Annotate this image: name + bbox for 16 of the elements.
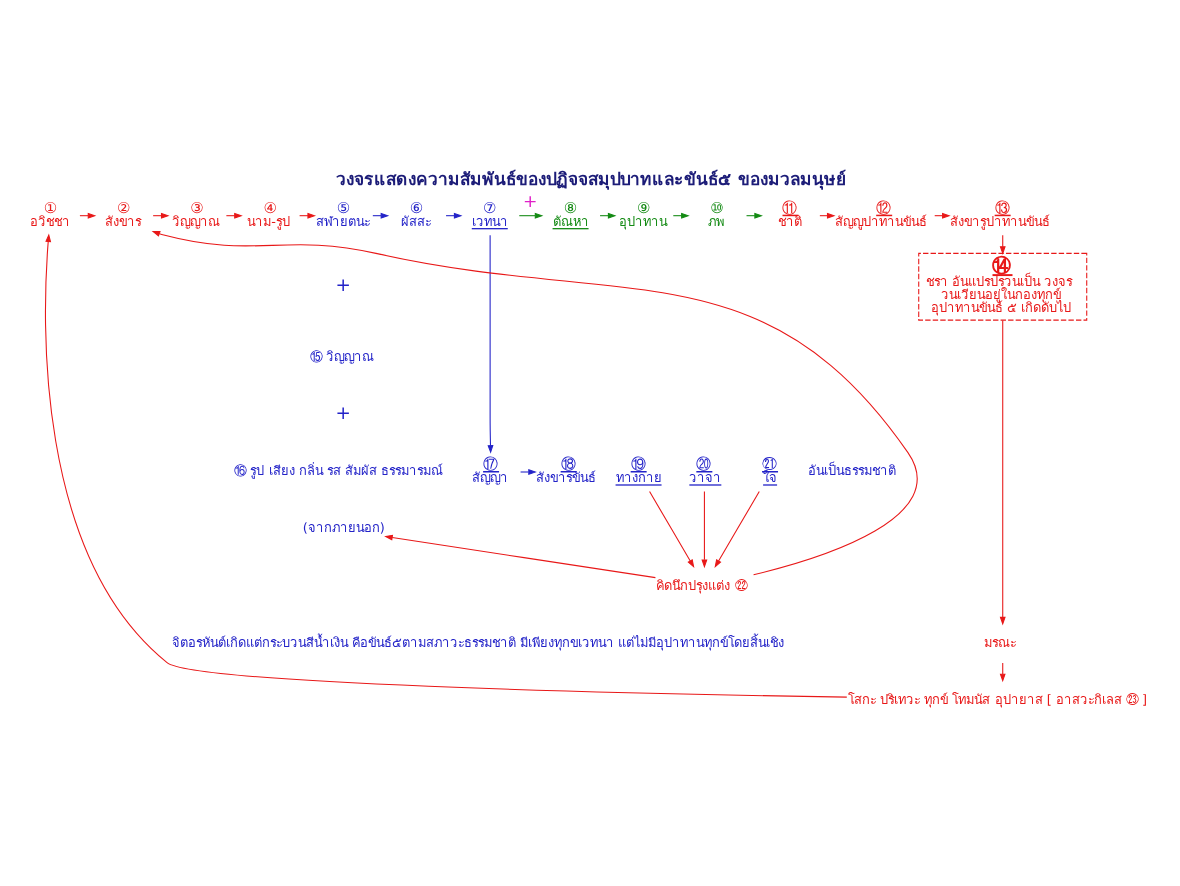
arrow: [151, 229, 918, 575]
arrow: [999, 661, 1006, 682]
arrow: [999, 318, 1006, 625]
arrow: [520, 467, 537, 475]
arrow: [384, 533, 656, 578]
label: +: [335, 276, 351, 297]
arrow: [701, 490, 708, 568]
arrow: [714, 490, 760, 567]
arrow: [999, 233, 1006, 254]
arrow: [45, 232, 848, 697]
edge-label: +: [522, 191, 538, 212]
label: +: [335, 404, 351, 425]
arrow: [518, 211, 544, 218]
arrow: [487, 233, 494, 453]
diagram-title: วงจรแสดงความสัมพันธ์ของปฏิจจสมุปบาทและขันธ์๕ ของมวลมนุษย์: [335, 170, 846, 191]
arrow: [649, 490, 695, 567]
